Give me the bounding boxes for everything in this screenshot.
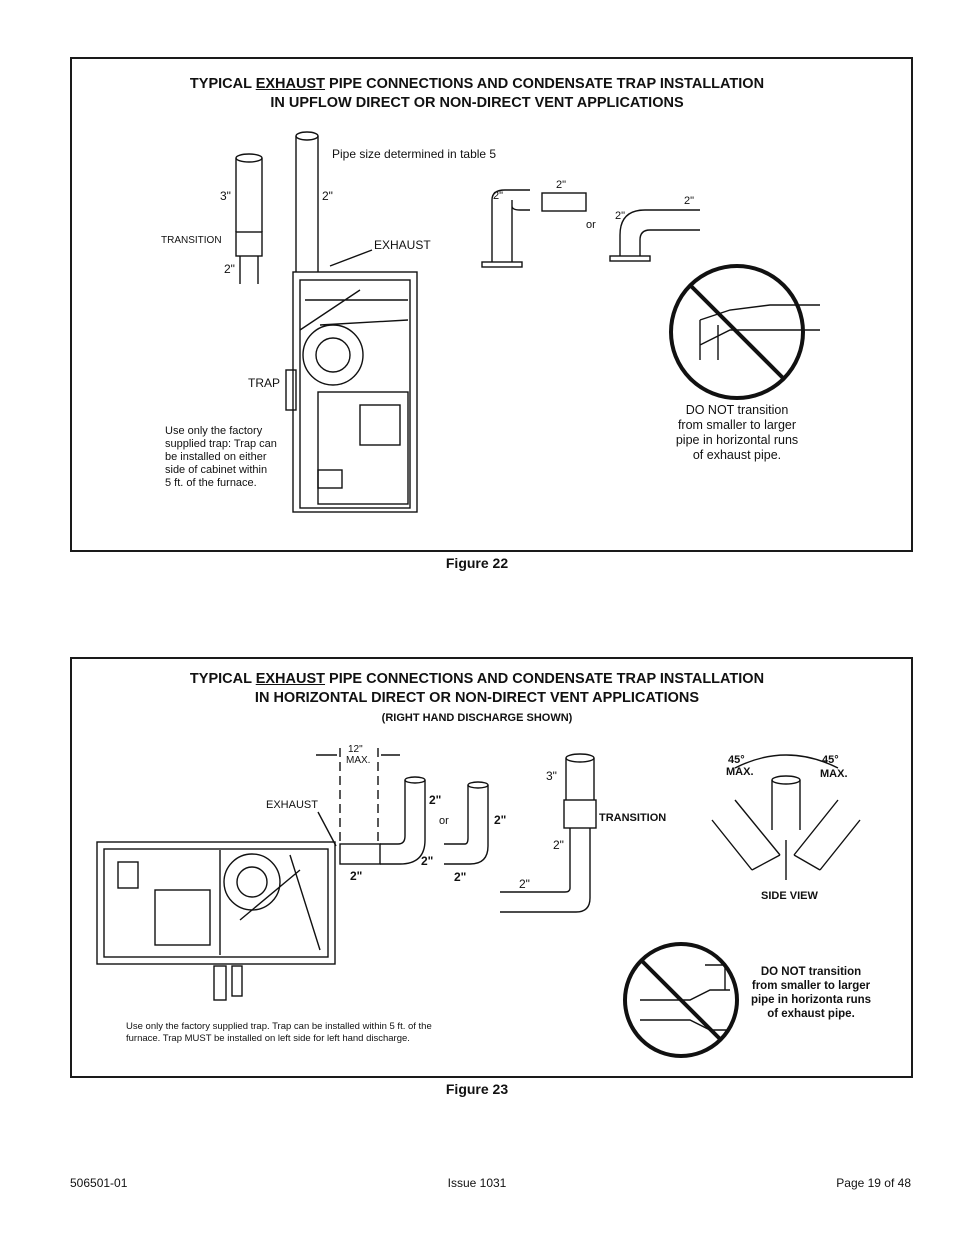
figure-23-title: TYPICAL EXHAUST PIPE CONNECTIONS AND CON… [189,671,765,724]
transition-fitting [235,231,263,257]
svg-text:2": 2" [684,195,694,207]
svg-text:2": 2" [322,189,333,203]
elbow-90-a [491,189,530,262]
condensate-trap [285,369,297,411]
warning-line: DO NOT transition [686,403,789,417]
svg-text:3": 3" [220,189,231,203]
figure-23-subtitle: (RIGHT HAND DISCHARGE SHOWN) [381,712,573,724]
figure-22-caption: Figure 22 [445,555,509,571]
svg-text:2": 2" [556,179,566,191]
svg-text:2": 2" [224,262,235,276]
inducer-blower [302,324,364,386]
note-line: Use only the factory [165,425,263,437]
svg-text:TRANSITION: TRANSITION [161,235,222,246]
pipe-2in-stub [541,192,587,212]
warning-line: pipe in horizontal runs [676,433,798,447]
footer-page-number: Page 19 of 48 [836,1176,911,1190]
vertical-2in-pipe [295,136,319,272]
note-line: side of cabinet within [165,464,267,476]
upflow-furnace-cabinet [292,271,418,513]
elbow-90-b [619,209,700,256]
svg-text:EXHAUST: EXHAUST [374,238,431,252]
exhaust-underlined: EXHAUST [255,76,326,92]
note-line: be installed on either [165,451,267,463]
exhaust-underlined: EXHAUST [255,671,326,687]
warning-line: of exhaust pipe. [693,448,781,462]
svg-text:or: or [586,219,596,231]
note-line: 5 ft. of the furnace. [165,477,257,489]
no-transition-sign [669,264,805,400]
footer-doc-number: 506501-01 [70,1176,128,1190]
svg-text:2": 2" [615,210,625,222]
vertical-3in-pipe [235,158,263,232]
figure-23-caption: Figure 23 [445,1081,509,1097]
warning-line: from smaller to larger [678,418,796,432]
figure-22-title: TYPICAL EXHAUST PIPE CONNECTIONS AND CON… [189,76,765,111]
svg-text:Pipe size determined in table: Pipe size determined in table 5 [332,147,496,161]
svg-text:2": 2" [493,190,503,202]
footer-issue: Issue 1031 [447,1176,507,1190]
svg-text:TRAP: TRAP [248,376,280,390]
note-line: supplied trap: Trap can [165,438,277,450]
